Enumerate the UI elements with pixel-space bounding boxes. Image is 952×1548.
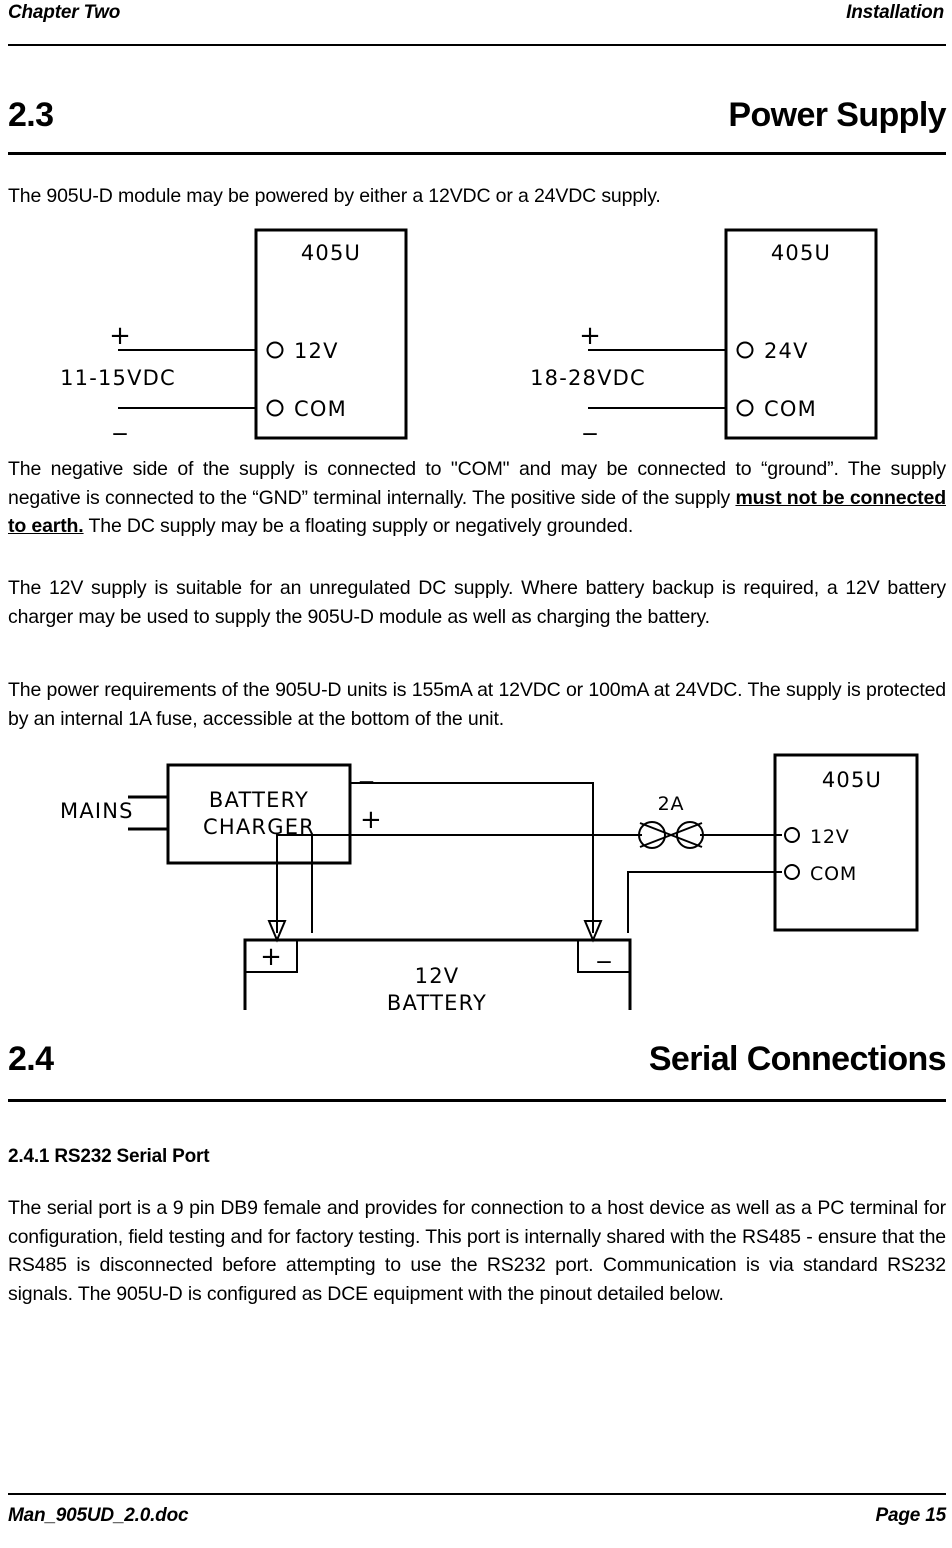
polarity-minus: _ [113,406,128,436]
module-label: 405U [822,768,882,792]
section-heading-serial-connections: 2.4 Serial Connections [8,1040,947,1079]
section-heading-power-supply: 2.3 Power Supply [8,96,947,135]
arrow-battery-positive [267,920,287,943]
subsection-heading-rs232: 2.4.1 RS232 Serial Port [8,1146,210,1167]
terminal-dot-12v [784,827,800,843]
running-header: Chapter Two Installation [8,2,944,24]
wire-charger-negative [350,782,594,933]
section-title: Power Supply [728,96,946,134]
paragraph-rs232: The serial port is a 9 pin DB9 female an… [8,1197,946,1305]
terminal-label-com: COM [810,863,857,885]
paragraph-negative-side: The negative side of the supply is conne… [8,455,946,541]
terminal-dot-12v [266,341,284,359]
module-label: 405U [771,241,831,265]
wire-battery-positive-to-fuse [311,834,642,933]
fuse-circle-right [676,821,704,849]
wire-charger-positive [276,834,350,933]
battery-polarity-plus: + [260,942,282,972]
footer-page-number: 15 [925,1505,946,1526]
battery-polarity-minus: _ [597,934,612,964]
section-divider-power-supply [8,152,946,155]
supply-voltage-label: 18-28VDC [530,366,646,390]
terminal-dot-com [736,399,754,417]
terminal-dot-24v [736,341,754,359]
figure-12vdc-supply: 405U + _ 11-15VDC 12V COM [30,222,450,447]
mains-label: MAINS [60,799,134,823]
header-chapter: Chapter Two [8,2,121,23]
page-footer: Man_905UD_2.0.doc Page 15 [8,1505,946,1527]
terminal-label-12v: 12V [294,339,339,363]
fuse-circle-left [638,821,666,849]
section-divider-serial-connections [8,1099,946,1102]
wire-battery-negative-to-com [627,871,782,933]
terminal-label-com: COM [764,397,817,421]
figure-24vdc-svg: 405U + _ 18-28VDC 24V COM [530,228,878,440]
supply-voltage-label: 11-15VDC [60,366,176,390]
fuse-cross-line-2 [639,822,703,848]
battery-label-line1: 12V [415,964,460,988]
terminal-label-12v: 12V [810,826,850,848]
module-label: 405U [301,241,361,265]
charger-polarity-plus: + [360,805,382,835]
paragraph-power-requirements: The power requirements of the 905U-D uni… [8,679,946,730]
battery-terminal-negative [577,939,631,973]
footer-divider [8,1493,946,1495]
figure-battery-backup-svg: MAINS BATTERY CHARGER _ + 2A [60,753,919,1010]
module-box-405u [773,753,919,932]
section-number: 2.4 [8,1040,54,1078]
charger-label-line1: BATTERY [209,788,309,812]
fuse-rating-label: 2A [658,793,685,815]
module-box-405u [254,228,408,440]
section-number: 2.3 [8,96,54,134]
paragraph-negative-part1: The negative side of the supply is conne… [8,458,946,509]
arrow-battery-negative [583,920,603,943]
battery-terminal-positive [244,939,298,973]
terminal-dot-com [784,864,800,880]
terminal-label-24v: 24V [764,339,809,363]
paragraph-warning-emphasis: must not be connected to earth. [8,486,946,538]
paragraph-battery-backup: The 12V supply is suitable for an unregu… [8,577,946,628]
footer-page-indicator: Page 15 [875,1505,947,1527]
header-topic: Installation [846,2,944,23]
terminal-label-com: COM [294,397,347,421]
polarity-plus: + [109,321,131,351]
paragraph-intro: The 905U-D module may be powered by eith… [8,185,661,207]
header-divider [8,44,946,46]
battery-charger-box [166,763,352,865]
figure-24vdc-supply: 405U + _ 18-28VDC 24V COM [500,222,920,447]
module-box-405u [724,228,878,440]
battery-box [243,938,632,1010]
polarity-minus: _ [583,406,598,436]
section-title: Serial Connections [648,1040,947,1078]
footer-page-label: Page [875,1505,921,1526]
battery-label-line2: BATTERY [387,991,487,1010]
terminal-dot-com [266,399,284,417]
footer-document-name: Man_905UD_2.0.doc [8,1505,189,1526]
figure-12vdc-svg: 405U + _ 11-15VDC 12V COM [60,228,408,440]
paragraph-negative-part2: The DC supply may be a floating supply o… [83,515,634,537]
figure-battery-backup: MAINS BATTERY CHARGER _ + 2A [40,735,930,1010]
charger-polarity-minus: _ [359,754,374,784]
polarity-plus: + [579,321,601,351]
